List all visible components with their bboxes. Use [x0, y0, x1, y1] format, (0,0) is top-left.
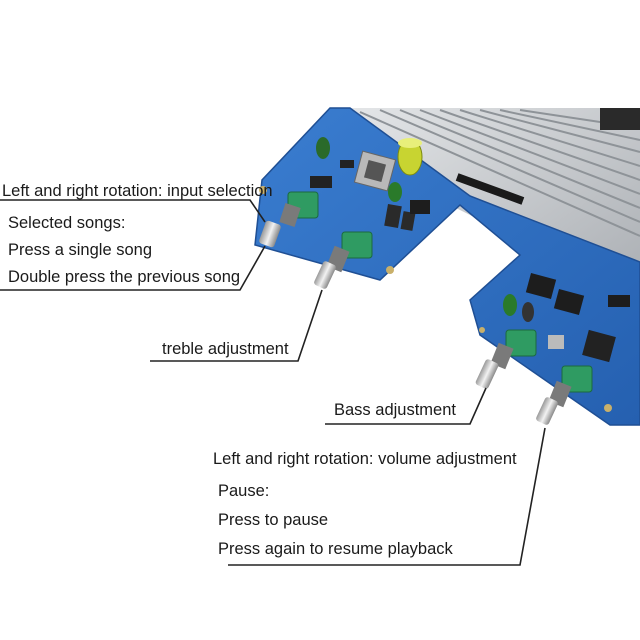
treble-adjustment-label: treble adjustment — [162, 340, 289, 358]
bass-knob — [475, 329, 537, 389]
input-selection-title: Left and right rotation: input selection — [2, 182, 273, 200]
leader-line-input-lower — [0, 245, 266, 291]
board-components-lower — [479, 272, 630, 412]
input-line-single-press: Press a single song — [8, 241, 152, 259]
leader-line-volume — [228, 427, 546, 566]
board-components-upper — [259, 137, 430, 274]
leader-line-treble — [150, 289, 323, 362]
bass-adjustment-label: Bass adjustment — [334, 401, 456, 419]
leader-line-input — [0, 199, 266, 223]
volume-knob — [536, 365, 593, 425]
input-line-double-press: Double press the previous song — [8, 268, 241, 286]
volume-adjustment-title: Left and right rotation: volume adjustme… — [213, 450, 517, 468]
volume-line-press-again: Press again to resume playback — [218, 540, 453, 558]
input-line-selected-songs: Selected songs: — [8, 214, 126, 232]
input-selection-knob — [259, 191, 319, 248]
leader-line-bass — [325, 387, 487, 425]
treble-knob — [314, 231, 373, 289]
volume-line-pause: Pause: — [218, 482, 270, 500]
leader-lines — [0, 199, 546, 566]
pcb-board — [254, 107, 640, 426]
volume-line-press-to-pause: Press to pause — [218, 511, 329, 529]
